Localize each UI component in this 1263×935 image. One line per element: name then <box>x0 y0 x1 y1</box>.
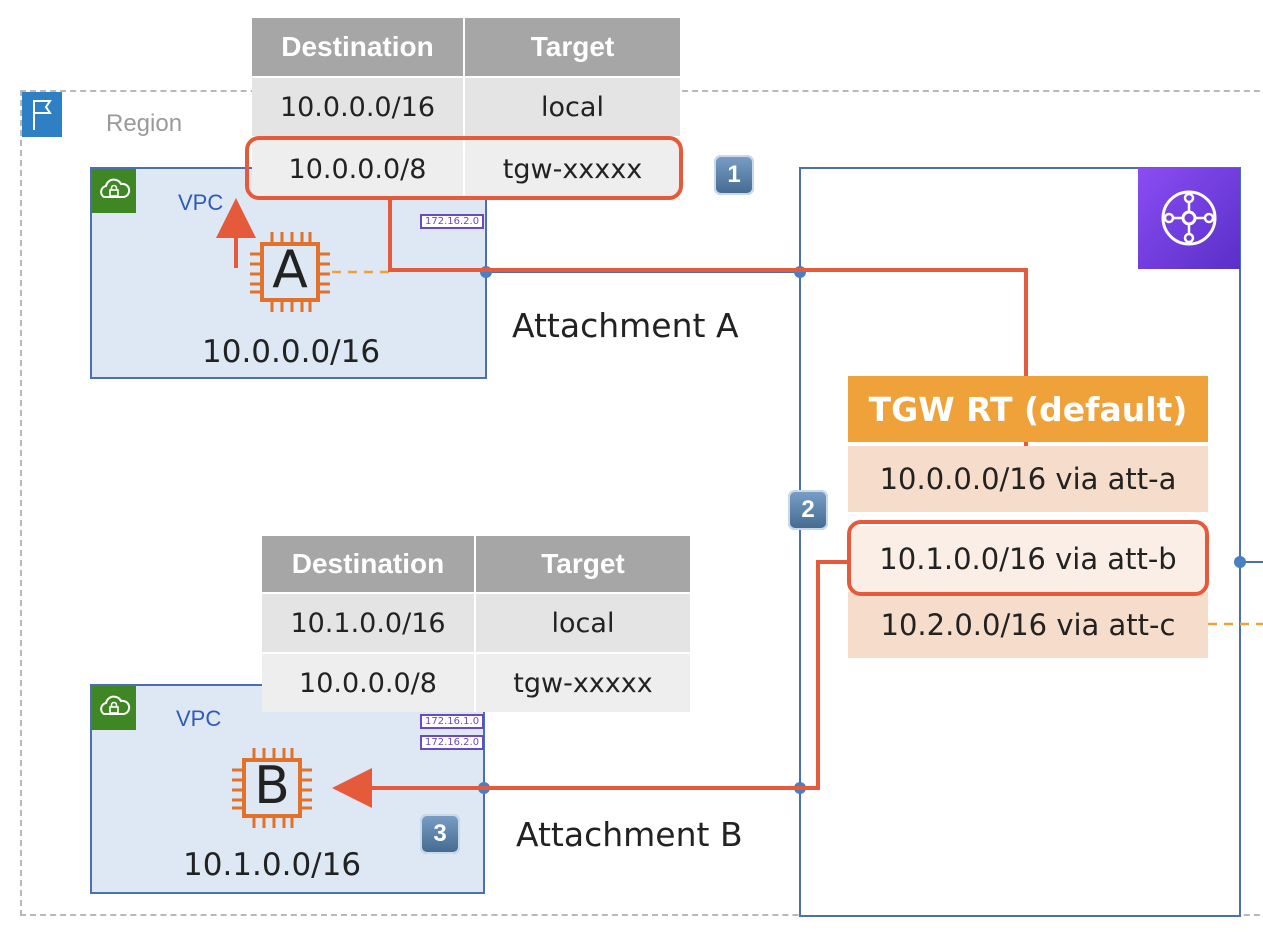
instance-b-letter: B <box>254 756 290 816</box>
path-to-instance-b <box>332 560 848 808</box>
tgw-route-table-title: TGW RT (default) <box>848 376 1208 442</box>
tgw-route-att-b: 10.1.0.0/16 via att-b <box>848 526 1208 592</box>
region-flag-icon <box>22 92 62 137</box>
route-table-b-header-destination: Destination <box>262 536 476 592</box>
vpc-a-cidr: 10.0.0.0/16 <box>202 334 381 370</box>
ec2-instance-a-icon[interactable] <box>248 230 332 314</box>
tgw-route-att-a: 10.0.0.0/16 via att-a <box>848 446 1208 512</box>
step-badge-3: 3 <box>420 814 460 854</box>
route-table-a-header-target: Target <box>465 18 680 76</box>
route-table-a-header-destination: Destination <box>252 18 465 76</box>
route-table-a-row-2-target: tgw-xxxxx <box>465 138 680 200</box>
attachment-b-label: Attachment B <box>516 815 743 854</box>
step-badge-1: 1 <box>714 155 754 195</box>
route-table-a-row-1-destination: 10.0.0.0/16 <box>252 78 465 136</box>
vpc-a-prefix-list: 172.16.2.0 <box>420 214 485 229</box>
route-table-a-highlight <box>245 136 683 200</box>
route-table-a: Destination Target 10.0.0.0/16 local 10.… <box>252 18 680 200</box>
route-table-b-row-1-target: local <box>476 594 690 652</box>
route-table-b-row-1-destination: 10.1.0.0/16 <box>262 594 476 652</box>
transit-gateway-icon[interactable] <box>1138 168 1240 269</box>
vpc-b-label: VPC <box>176 706 222 731</box>
region-label: Region <box>106 110 183 137</box>
vpc-b-cidr: 10.1.0.0/16 <box>183 847 362 883</box>
tgw-route-att-c: 10.2.0.0/16 via att-c <box>848 592 1208 658</box>
route-table-b-row-2-target: tgw-xxxxx <box>476 654 690 712</box>
route-table-b: Destination Target 10.1.0.0/16 local 10.… <box>262 536 690 712</box>
vpc-b-prefix-list-1: 172.16.1.0 <box>420 714 485 729</box>
vpc-b-prefix-list-2: 172.16.2.0 <box>420 735 485 750</box>
attachment-c-tgw-endpoint <box>1234 556 1246 568</box>
vpc-a-label: VPC <box>178 190 224 215</box>
route-table-b-row-2-destination: 10.0.0.0/8 <box>262 654 476 712</box>
attachment-a-label: Attachment A <box>512 306 739 345</box>
tgw-route-highlight <box>847 520 1209 596</box>
vpc-cloud-lock-icon <box>92 169 136 213</box>
route-table-a-row-1-target: local <box>465 78 680 136</box>
ec2-instance-b-icon[interactable] <box>230 746 314 830</box>
step-badge-2: 2 <box>788 490 828 530</box>
route-table-a-row-2-destination: 10.0.0.0/8 <box>252 138 465 200</box>
vpc-cloud-lock-icon <box>92 686 136 730</box>
instance-a-letter: A <box>272 240 308 300</box>
route-table-b-header-target: Target <box>476 536 690 592</box>
